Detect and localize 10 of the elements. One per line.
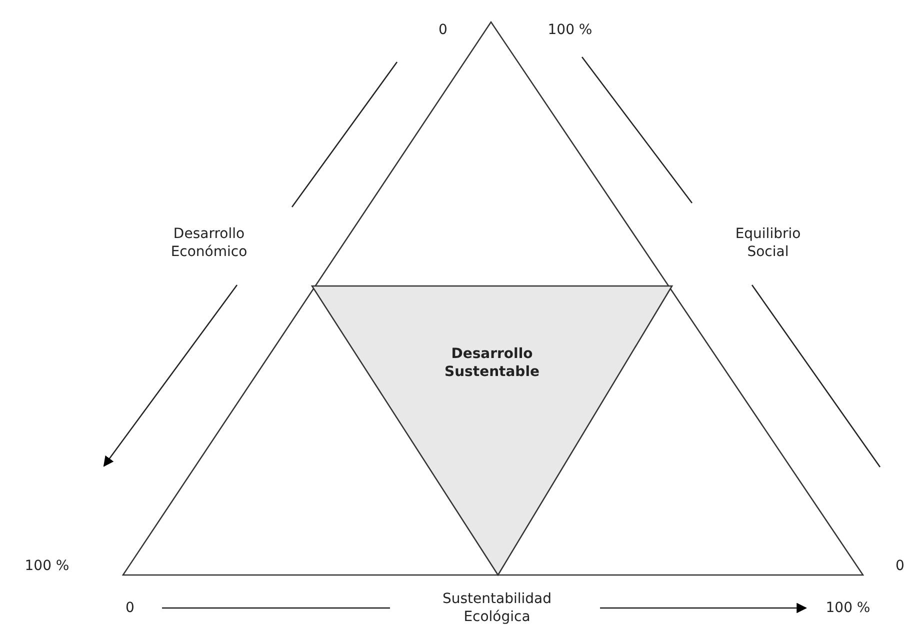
scale-value: 100 % [24, 557, 70, 575]
scale-value: 0 [126, 599, 134, 617]
scale-value: 0 [438, 21, 448, 39]
node-label: Desarrollo Sustentable [444, 345, 540, 381]
axis-label: Desarrollo Económico [170, 225, 248, 261]
scale-value: 100 % [548, 21, 592, 39]
axis-label: Equilibrio Social [734, 225, 802, 261]
scale-value: 0 [896, 557, 904, 575]
axis-label: Sustentabilidad Ecológica [441, 590, 552, 626]
scale-value: 100 % [826, 599, 870, 617]
